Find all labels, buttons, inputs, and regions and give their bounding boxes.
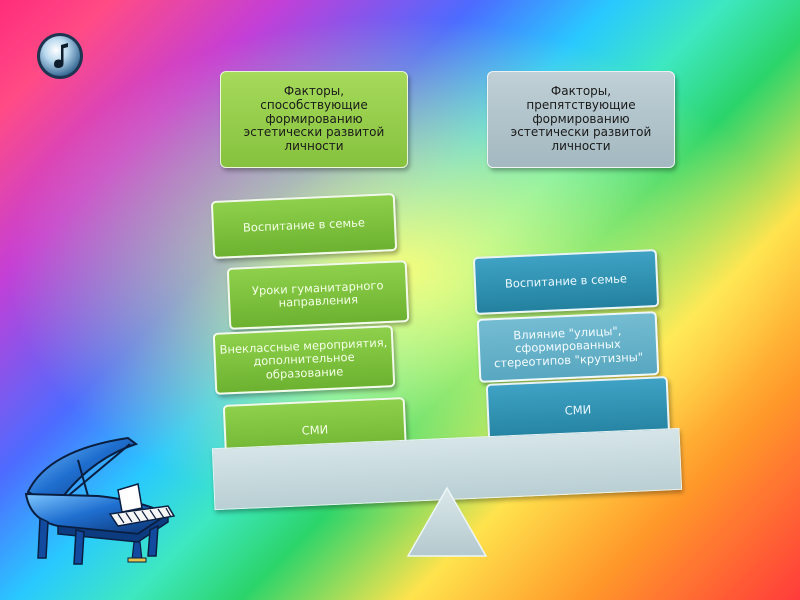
right-header: Факторы, препятствующие формированию эст… — [487, 71, 675, 168]
fulcrum-triangle — [406, 486, 488, 557]
factor-label: Воспитание в семье — [504, 271, 628, 292]
music-note-icon[interactable] — [34, 30, 86, 82]
left-header-line: способствующие — [260, 97, 368, 112]
right-header-line: эстетически развитой — [510, 125, 652, 140]
right-header-line: Факторы, — [550, 84, 612, 98]
factor-label: СМИ — [301, 422, 329, 438]
right-header-line: препятствующие — [526, 97, 636, 112]
right-header-line: формированию — [532, 111, 630, 126]
left-header: Факторы, способствующие формированию эст… — [220, 71, 408, 168]
right-factor-family: Воспитание в семье — [472, 249, 660, 315]
left-header-line: эстетически развитой — [243, 125, 385, 140]
grand-piano-icon — [24, 436, 176, 565]
right-header-line: личности — [551, 139, 611, 154]
left-header-line: личности — [284, 139, 344, 154]
left-header-line: Факторы, — [283, 84, 345, 98]
right-factor-street: Влияние "улицы", сформированных стереоти… — [476, 311, 660, 383]
left-factor-family: Воспитание в семье — [210, 193, 398, 259]
factor-label: Воспитание в семье — [242, 215, 366, 236]
left-factor-humanities: Уроки гуманитарного направления — [226, 260, 410, 330]
factor-label: СМИ — [564, 402, 592, 418]
left-header-line: формированию — [265, 111, 363, 126]
left-factor-extracurricular: Внеклассные мероприятия, дополнительное … — [212, 325, 396, 395]
